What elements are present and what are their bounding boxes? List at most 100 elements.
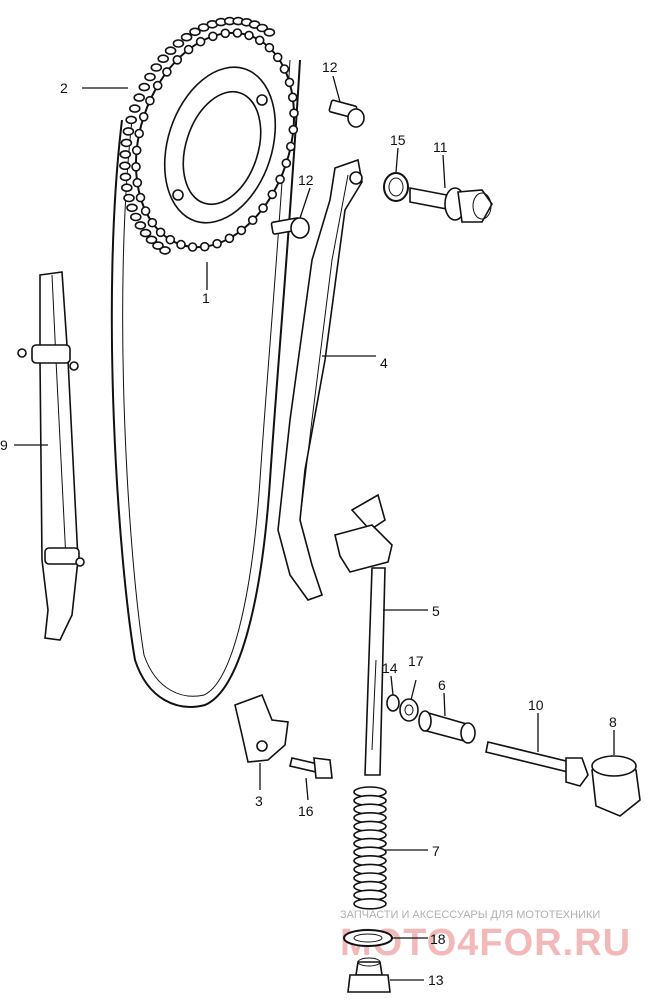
chain-link [119, 150, 132, 159]
leader-lines [14, 75, 615, 981]
label-part-12-upper: 12 [322, 59, 338, 75]
sprocket-tooth [176, 239, 186, 250]
sprocket-tooth [254, 35, 265, 46]
sprocket-tooth [132, 177, 143, 188]
label-part-2: 2 [60, 80, 68, 96]
chain-link [130, 212, 142, 222]
chain-link [120, 138, 133, 148]
chain-link [119, 161, 131, 171]
tensioner-slipper [277, 158, 363, 601]
washer-17 [399, 698, 419, 722]
sprocket-tooth [195, 36, 206, 47]
spring-7 [353, 786, 387, 910]
chain-link [263, 28, 276, 37]
chain-link [134, 221, 147, 230]
chain-link [129, 104, 141, 113]
chain-link [159, 246, 171, 255]
part-labels: 2 1 12 15 11 12 4 9 5 14 17 6 10 8 7 18 … [0, 59, 617, 988]
sprocket-tooth [232, 28, 243, 38]
sprocket-tooth [224, 233, 235, 244]
sprocket-tooth [279, 64, 290, 74]
o-ring-15 [383, 172, 409, 202]
label-part-18: 18 [430, 931, 446, 947]
label-part-3: 3 [255, 793, 263, 809]
label-part-1: 1 [202, 290, 210, 306]
label-part-17: 17 [408, 653, 424, 669]
sprocket-tooth [131, 145, 142, 156]
sprocket-tooth [172, 54, 183, 65]
label-part-9: 9 [0, 437, 8, 453]
sprocket-tooth [281, 158, 292, 168]
chain-link [123, 193, 135, 203]
label-part-7: 7 [432, 843, 440, 859]
chain-link [145, 235, 158, 245]
sprocket-tooth [285, 141, 296, 152]
sprocket-tooth [284, 77, 295, 88]
sprocket-tooth [199, 241, 210, 252]
chain-link [139, 228, 152, 238]
chain-link [164, 46, 177, 56]
bracket-3 [234, 693, 289, 763]
label-part-13: 13 [428, 972, 444, 988]
sleeve-6 [418, 710, 476, 744]
pivot-bolt-11 [409, 187, 493, 223]
spring-coil [353, 897, 387, 910]
chain-link [150, 63, 163, 72]
sprocket-tooth [147, 217, 158, 228]
sprocket-tooth [138, 112, 149, 122]
chain-link [122, 127, 135, 136]
sprocket-tooth [212, 238, 222, 249]
label-part-16: 16 [298, 803, 314, 819]
chain-guide [17, 271, 85, 641]
sprocket-tooth [288, 124, 299, 135]
watermark-tagline: ЗАПЧАСТИ И АКСЕССУАРЫ ДЛЯ МОТОТЕХНИКИ [340, 909, 600, 921]
sprocket-tooth [145, 95, 155, 106]
sprocket-tooth [131, 162, 141, 172]
sprocket-tooth [244, 30, 254, 41]
chain-link [125, 115, 137, 125]
chain-link [189, 27, 201, 37]
chain-link [138, 82, 151, 92]
chain-link [180, 32, 193, 42]
label-part-8: 8 [609, 714, 617, 730]
sprocket-tooth [289, 108, 299, 118]
tensioner-rod [334, 493, 393, 776]
bolt-16 [289, 757, 333, 779]
sprocket-tooth [267, 189, 278, 200]
bolt-12-upper [328, 99, 365, 128]
sprocket-tooth [155, 227, 166, 238]
chain-link [152, 241, 164, 250]
cam-sprocket [131, 28, 299, 252]
chain-link [157, 54, 169, 64]
chain-link [133, 93, 145, 102]
sprocket-tooth [162, 67, 172, 77]
washer-18 [343, 929, 393, 947]
label-part-6: 6 [438, 677, 446, 693]
sprocket-tooth [187, 242, 198, 252]
bolt-10 [485, 741, 589, 787]
sprocket-tooth [208, 31, 218, 42]
sprocket-tooth [134, 128, 144, 139]
sprocket-tooth [272, 52, 283, 63]
chain-link [121, 183, 133, 192]
label-part-15: 15 [390, 132, 406, 148]
chain-link [119, 172, 132, 182]
seal-14 [386, 694, 400, 712]
sprocket-tooth [258, 203, 268, 213]
label-part-10: 10 [528, 697, 544, 713]
bolt-12-sprocket [270, 217, 310, 239]
chain-link [172, 39, 185, 48]
chain-link [126, 203, 138, 213]
sprocket-tooth [247, 215, 258, 225]
sprocket-tooth [236, 225, 247, 236]
label-part-11: 11 [433, 139, 448, 155]
chain-link [144, 72, 156, 82]
label-part-5: 5 [432, 603, 440, 619]
sprocket-tooth [220, 28, 231, 39]
cap-8 [591, 755, 641, 817]
sprocket-tooth [152, 80, 163, 91]
label-part-4: 4 [380, 355, 388, 371]
label-part-14: 14 [382, 660, 398, 676]
label-part-12-lower: 12 [298, 172, 314, 188]
